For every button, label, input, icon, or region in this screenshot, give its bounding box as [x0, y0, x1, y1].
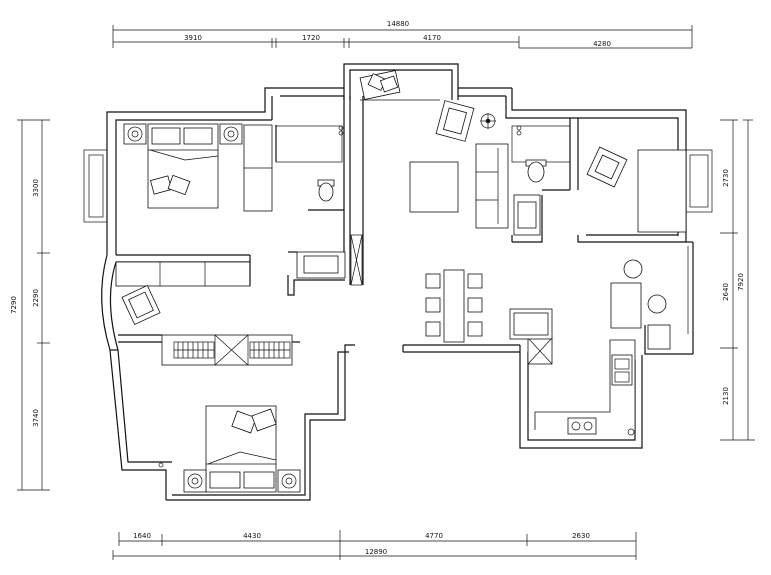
dim-right-total: 7920: [737, 273, 745, 291]
dining-set: [425, 269, 483, 343]
dim-bottom-seg-3: 4770: [425, 532, 443, 540]
dimension-bottom: 1640 4430 4770 2630 12890: [112, 530, 637, 560]
lounge-chair: [121, 284, 161, 326]
bed-bottom: [183, 405, 301, 493]
dim-bottom-seg-2: 4430: [243, 532, 261, 540]
dim-top-seg-2: 1720: [302, 34, 320, 42]
dim-left-total: 7290: [10, 296, 18, 314]
dimension-right: 2730 2640 2130 7920: [720, 119, 755, 441]
coffee-table: [409, 161, 459, 213]
toilet-left: [317, 179, 335, 202]
dim-bottom-seg-4: 2630: [572, 532, 590, 540]
dim-bottom-total: 12890: [365, 548, 387, 556]
bed-top-left: [123, 123, 243, 209]
round-stool-2: [647, 294, 667, 314]
dimension-top: 14880 3910 1720 4170 4280: [112, 20, 693, 49]
round-stool-1: [623, 259, 643, 279]
hanging-rail-left: [173, 341, 215, 359]
dimension-left: 7290 3300 2290 3740: [10, 119, 50, 491]
dim-left-seg-1: 3300: [32, 179, 40, 197]
dim-right-seg-1: 2730: [722, 169, 730, 187]
toilet-right: [525, 159, 547, 183]
dim-right-seg-3: 2130: [722, 387, 730, 405]
dim-right-seg-2: 2640: [722, 283, 730, 301]
walls: [83, 63, 713, 501]
hanging-rail-right: [249, 341, 291, 359]
balcony-chair: [359, 70, 401, 100]
dim-top-seg-1: 3910: [184, 34, 202, 42]
dim-left-seg-2: 2290: [32, 289, 40, 307]
furniture: [121, 70, 667, 493]
sofa: [475, 143, 509, 229]
dim-top-right: 4280: [593, 40, 611, 48]
floor-lamp: [480, 113, 496, 129]
dim-top-seg-3: 4170: [423, 34, 441, 42]
dim-top-total: 14880: [387, 20, 409, 28]
dim-bottom-seg-1: 1640: [133, 532, 151, 540]
bedroom-chair-right: [586, 146, 628, 188]
armchair: [435, 100, 475, 142]
dim-left-seg-3: 3740: [32, 409, 40, 427]
